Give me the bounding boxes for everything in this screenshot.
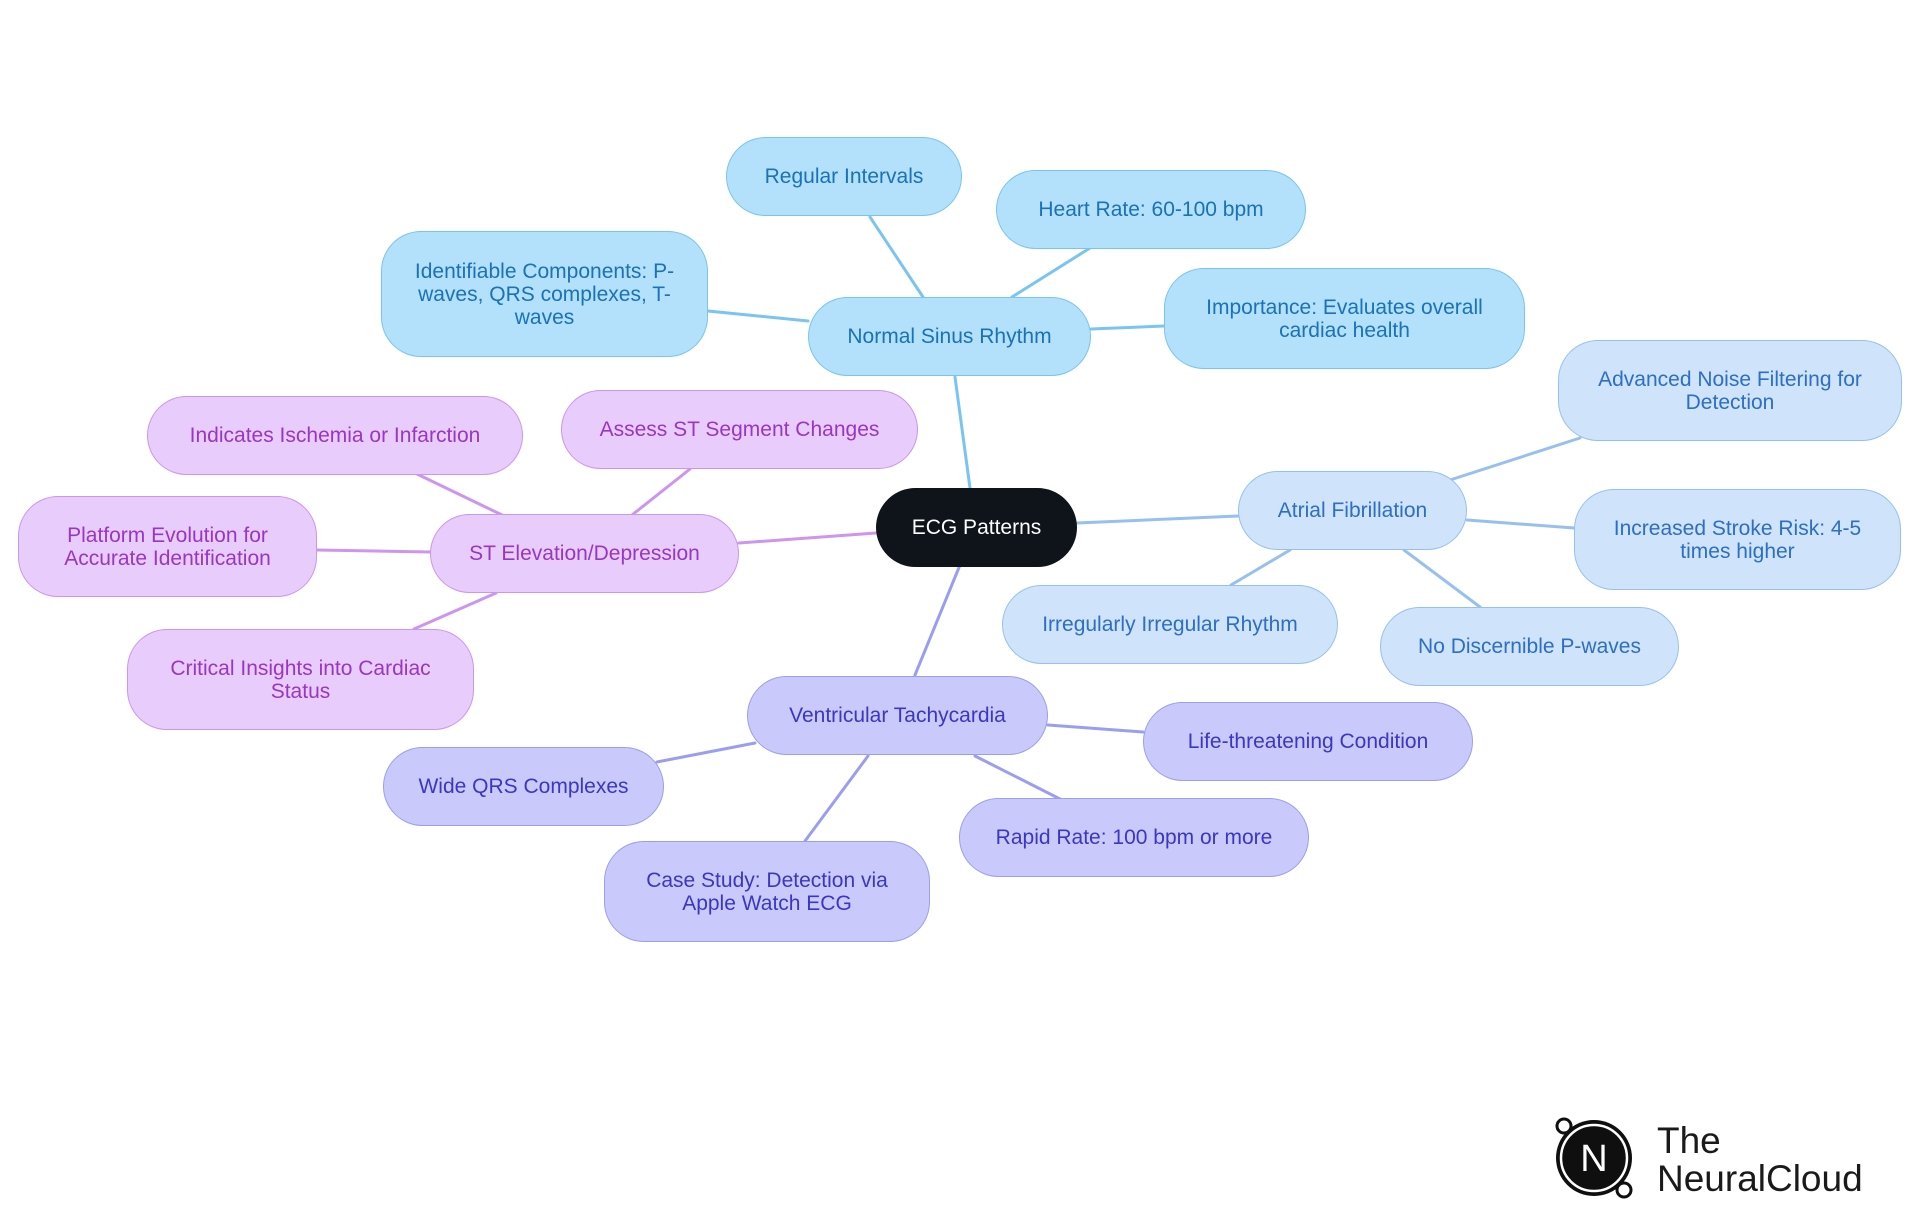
edge-st-ischemia [415, 472, 504, 517]
leaf-node-irregularly-irregular-rhythm[interactable]: Irregularly Irregular Rhythm [1002, 585, 1338, 664]
logo-text-the: The [1657, 1120, 1721, 1161]
neuralcloud-logo-mark: N [1555, 1117, 1633, 1199]
edge-nsr-importance [1089, 324, 1166, 331]
edge-vt-life [1046, 723, 1145, 734]
edge-root-st [737, 531, 878, 545]
leaf-node-heart-rate[interactable]: Heart Rate: 60-100 bpm [996, 170, 1306, 249]
leaf-node-no-discernible-p-waves[interactable]: No Discernible P-waves [1380, 607, 1679, 686]
leaf-node-regular-intervals[interactable]: Regular Intervals [726, 137, 962, 216]
leaf-node-case-study-apple-watch[interactable]: Case Study: Detection via Apple Watch EC… [604, 841, 930, 942]
logo-mark-letter: N [1580, 1138, 1607, 1180]
edge-st-platform [315, 548, 432, 554]
edge-nsr-components [706, 309, 810, 323]
leaf-node-indicates-ischemia[interactable]: Indicates Ischemia or Infarction [147, 396, 523, 475]
edge-nsr-regular [868, 215, 925, 299]
edge-vt-rapid [973, 754, 1062, 801]
edge-af-irregular [1229, 548, 1292, 587]
edge-af-pwaves [1402, 548, 1482, 609]
edge-nsr-heartrate [1010, 246, 1092, 299]
edge-root-af [1075, 514, 1240, 525]
edge-st-assess [630, 467, 692, 517]
leaf-node-advanced-noise-filtering[interactable]: Advanced Noise Filtering for Detection [1558, 340, 1902, 441]
branch-node-ventricular-tachycardia[interactable]: Ventricular Tachycardia [747, 676, 1048, 755]
leaf-node-increased-stroke-risk[interactable]: Increased Stroke Risk: 4-5 times higher [1574, 489, 1901, 590]
leaf-node-rapid-rate[interactable]: Rapid Rate: 100 bpm or more [959, 798, 1309, 877]
edge-af-noise [1448, 436, 1582, 482]
neuralcloud-logo-text: The NeuralCloud [1657, 1122, 1863, 1198]
leaf-node-critical-insights[interactable]: Critical Insights into Cardiac Status [127, 629, 474, 730]
edge-root-vt [913, 563, 962, 677]
branch-node-normal-sinus-rhythm[interactable]: Normal Sinus Rhythm [808, 297, 1091, 376]
edge-vt-wide [655, 741, 757, 764]
edge-vt-case [803, 754, 870, 843]
branch-node-atrial-fibrillation[interactable]: Atrial Fibrillation [1238, 471, 1467, 550]
leaf-node-assess-st-segment[interactable]: Assess ST Segment Changes [561, 390, 918, 469]
leaf-node-platform-evolution[interactable]: Platform Evolution for Accurate Identifi… [18, 496, 317, 597]
leaf-node-life-threatening-condition[interactable]: Life-threatening Condition [1143, 702, 1473, 781]
leaf-node-identifiable-components[interactable]: Identifiable Components: P-waves, QRS co… [381, 231, 708, 357]
leaf-node-importance[interactable]: Importance: Evaluates overall cardiac he… [1164, 268, 1525, 369]
edge-af-stroke [1465, 518, 1576, 530]
edge-st-critical [412, 591, 498, 631]
branch-node-st-elevation-depression[interactable]: ST Elevation/Depression [430, 514, 739, 593]
edge-root-nsr [953, 375, 972, 490]
logo-text-neuralcloud: NeuralCloud [1657, 1158, 1863, 1199]
root-node-ecg-patterns[interactable]: ECG Patterns [876, 488, 1077, 567]
leaf-node-wide-qrs-complexes[interactable]: Wide QRS Complexes [383, 747, 664, 826]
